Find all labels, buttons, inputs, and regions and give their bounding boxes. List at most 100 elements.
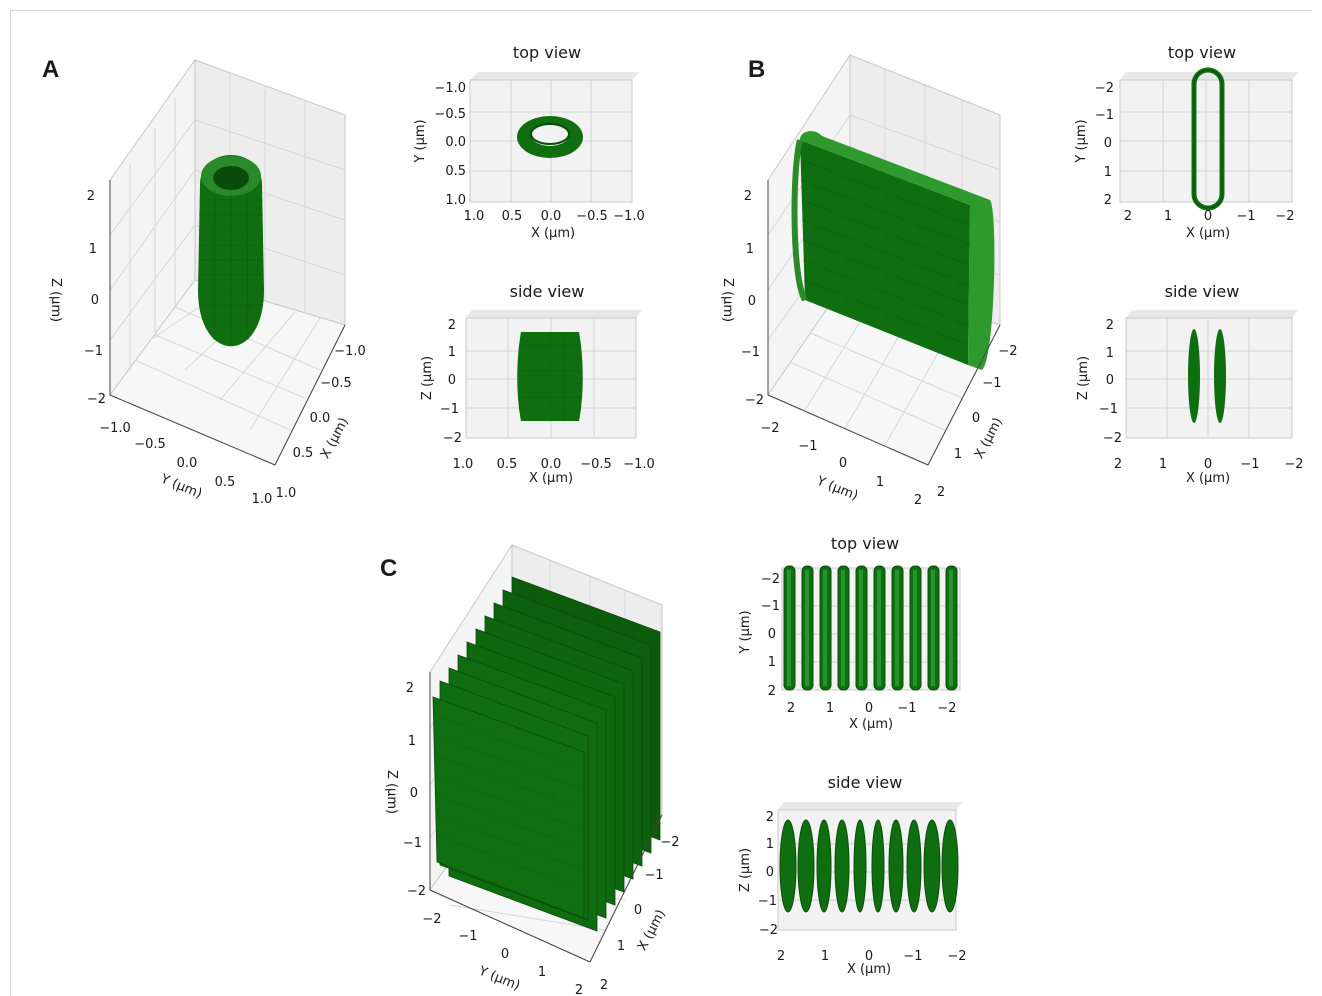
- ring-inner: [531, 124, 569, 146]
- x-tick: 2: [600, 978, 608, 993]
- x-tick: 0: [634, 903, 642, 918]
- z-tick: −1: [1099, 402, 1118, 417]
- z-tick: 1: [766, 837, 774, 852]
- y-tick: 1.0: [252, 492, 273, 507]
- y-tick: −1.0: [434, 81, 466, 96]
- z-tick: 2: [448, 318, 456, 333]
- x-tick: −1: [903, 949, 922, 964]
- x-tick: 1: [1164, 209, 1172, 224]
- z-tick: 1: [448, 345, 456, 360]
- x-tick: −0.5: [580, 457, 612, 472]
- z-tick: −1: [403, 836, 422, 851]
- x-tick: −1: [982, 376, 1001, 391]
- pane-top-edge: [1126, 310, 1298, 318]
- side-view: side view 2 1 0 −1 −2 Z (µm) 2 1 0 −1 −2…: [1076, 282, 1304, 486]
- stadium-outline: [1193, 69, 1223, 209]
- x-tick: −2: [937, 701, 956, 716]
- x-tick: 0: [1204, 457, 1212, 472]
- x-tick: 1.0: [464, 209, 485, 224]
- x-tick: −2: [1275, 209, 1294, 224]
- x-tick: 2: [787, 701, 795, 716]
- y-axis-label: Y (µm): [814, 473, 861, 503]
- x-tick: 1: [826, 701, 834, 716]
- y-tick: −0.5: [434, 107, 466, 122]
- side-ellipse: [1214, 329, 1226, 423]
- x-tick: −1.0: [334, 344, 366, 359]
- y-tick: 2: [768, 684, 776, 699]
- z-tick: 1: [408, 734, 416, 749]
- z-tick: 1: [89, 242, 97, 257]
- y-tick: 0.5: [215, 475, 236, 490]
- x-tick: −2: [947, 949, 966, 964]
- tube-mesh: [199, 189, 263, 345]
- panel-a: A: [42, 43, 655, 507]
- z-tick: 1: [746, 242, 754, 257]
- x-tick: −2: [998, 344, 1017, 359]
- z-tick: −2: [443, 431, 462, 446]
- x-tick: 2: [937, 485, 945, 500]
- ellipse-set: [779, 819, 959, 913]
- y-tick: 1: [1104, 165, 1112, 180]
- z-tick: −2: [87, 392, 106, 407]
- top-border: [10, 10, 1312, 11]
- slab-mesh: [433, 714, 585, 891]
- grid: [1120, 80, 1292, 202]
- iso-view: 2 1 0 −1 −2 Z (µm) −2 −1 0 1 2 Y (µm) −2…: [720, 53, 1018, 508]
- slab-stack: [432, 576, 661, 932]
- y-axis: [767, 394, 929, 466]
- z-tick: −2: [407, 884, 426, 899]
- y-tick: 1.0: [445, 193, 466, 208]
- x-tick: 0: [865, 949, 873, 964]
- y-tick: 2: [575, 983, 583, 996]
- x-tick: 2: [1114, 457, 1122, 472]
- x-tick: −1: [1236, 209, 1255, 224]
- panel-letter: C: [380, 555, 397, 582]
- z-tick: 0: [91, 293, 99, 308]
- x-tick: 1.0: [276, 486, 297, 501]
- z-axis-label: Z (µm): [48, 278, 63, 322]
- panel-c: C: [380, 534, 967, 996]
- y-tick: −2: [761, 572, 780, 587]
- y-tick: 0: [839, 456, 847, 471]
- y-axis: [429, 889, 591, 963]
- x-tick: 0: [865, 701, 873, 716]
- z-tick: 2: [87, 189, 95, 204]
- x-tick: −1.0: [623, 457, 655, 472]
- y-tick: 1: [876, 475, 884, 490]
- x-tick: 1.0: [453, 457, 474, 472]
- x-tick: 2: [1124, 209, 1132, 224]
- side-view: side view 2 1 0 −1 −2 Z (µm) 1.0 0.5 0.0: [420, 282, 655, 486]
- z-tick: −1: [440, 402, 459, 417]
- z-tick: −1: [758, 894, 777, 909]
- x-tick: −2: [1284, 457, 1303, 472]
- y-tick: 0.0: [445, 135, 466, 150]
- x-tick: 2: [777, 949, 785, 964]
- z-axis-label: Z (µm): [720, 278, 735, 322]
- panel-letter: A: [42, 56, 59, 83]
- x-tick: 1: [954, 447, 962, 462]
- slab-mesh: [800, 159, 971, 346]
- x-axis: [274, 324, 346, 466]
- x-axis: [589, 814, 663, 963]
- y-axis-label: Y (µm): [476, 963, 523, 993]
- z-axis-label: Z (µm): [420, 356, 435, 400]
- y-tick: 2: [914, 493, 922, 508]
- y-tick: 1: [538, 965, 546, 980]
- y-tick: −2: [422, 912, 441, 927]
- x-tick: 0.5: [293, 446, 314, 461]
- x-tick: −2: [660, 835, 679, 850]
- x-tick: 1: [821, 949, 829, 964]
- z-tick: 0: [448, 373, 456, 388]
- z-tick: 2: [744, 189, 752, 204]
- plot-area: [1125, 317, 1293, 439]
- pane-top-edge: [470, 72, 640, 80]
- y-axis: [109, 394, 276, 466]
- x-tick: −1: [644, 868, 663, 883]
- side-view: side view 2 1 0 −1 −2 Z: [738, 773, 967, 977]
- z-tick: 1: [1106, 346, 1114, 361]
- x-tick: 1: [1159, 457, 1167, 472]
- top-view: top view −2 −1 0 1 2 Y (µm) 2 1 0 −1 −2 …: [1074, 43, 1298, 241]
- y-tick: −1: [1095, 108, 1114, 123]
- z-tick: −1: [741, 345, 760, 360]
- x-tick: 0.0: [541, 209, 562, 224]
